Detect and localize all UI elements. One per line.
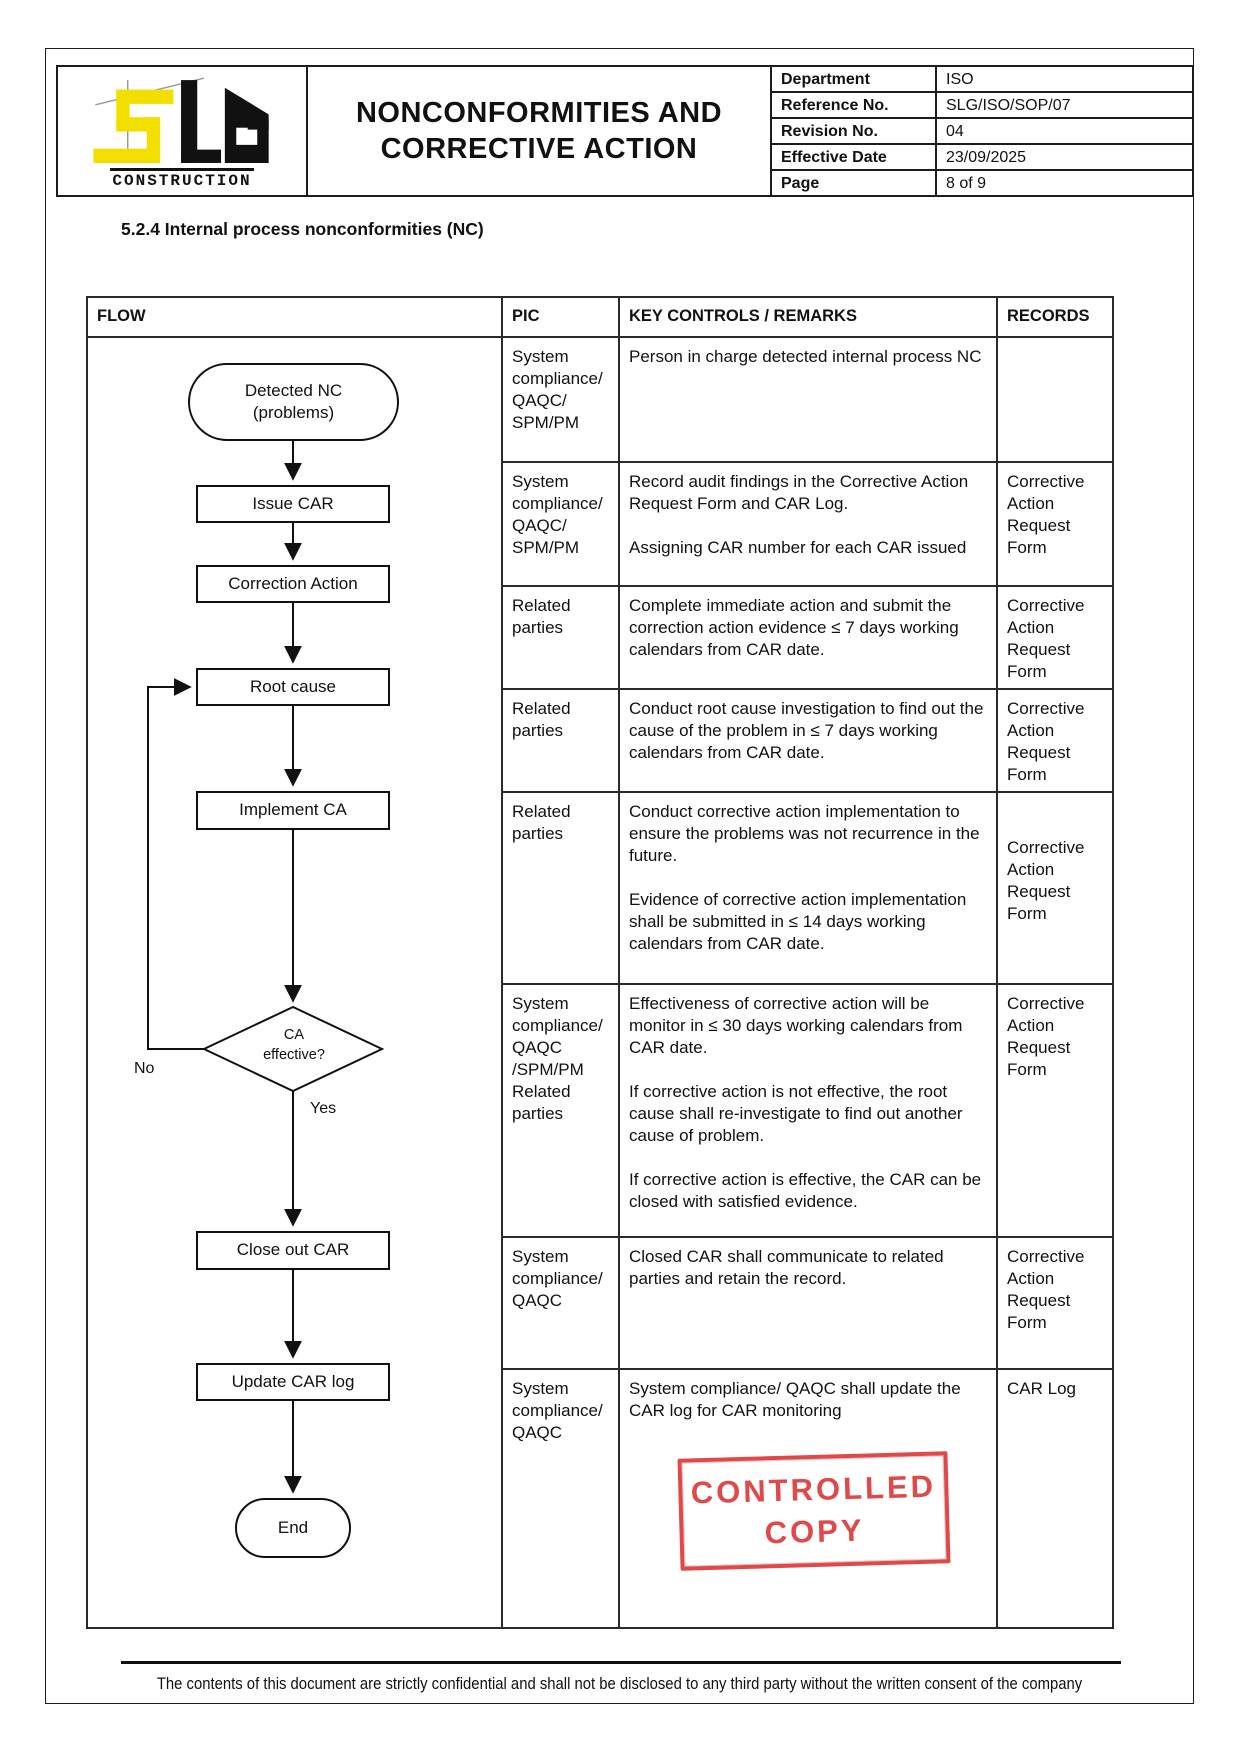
page-border-frame: CONSTRUCTION NONCONFORMITIES AND CORRECT… — [45, 48, 1194, 1704]
flow-node-decision-label: CA effective? — [263, 1027, 325, 1063]
pic-cell: System compliance/ QAQC /SPM/PM Related … — [503, 985, 620, 1236]
flow-node-root-cause: Root cause — [196, 668, 390, 706]
info-label-revision: Revision No. — [772, 117, 937, 143]
records-cell: Corrective Action Request Form — [1007, 838, 1085, 923]
remarks-cell: Person in charge detected internal proce… — [620, 338, 998, 461]
records-cell: CAR Log — [1007, 1379, 1076, 1398]
table-row: Related parties Complete immediate actio… — [503, 585, 1112, 688]
column-header-pic: PIC — [503, 298, 620, 336]
procedure-table: FLOW PIC KEY CONTROLS / REMARKS RECORDS — [86, 296, 1114, 1629]
flowchart-connectors — [147, 441, 385, 1494]
controlled-copy-stamp: CONTROLLED COPY — [677, 1451, 951, 1571]
document-info-table: Department ISO Reference No. SLG/ISO/SOP… — [772, 67, 1192, 195]
decision-no-label: No — [134, 1060, 155, 1077]
table-row: System compliance/ QAQC System complianc… — [503, 1368, 1112, 1627]
records-cell — [998, 338, 1112, 461]
remarks-cell: Complete immediate action and submit the… — [620, 587, 998, 688]
column-header-records: RECORDS — [1007, 307, 1090, 325]
pic-cell: Related parties — [503, 690, 620, 791]
pic-cell: System compliance/ QAQC — [503, 1238, 620, 1368]
table-row: System compliance/ QAQC/ SPM/PM Record a… — [503, 461, 1112, 585]
table-row: Related parties Conduct root cause inves… — [503, 688, 1112, 791]
document-title: NONCONFORMITIES AND CORRECTIVE ACTION — [308, 67, 772, 195]
pic-cell: Related parties — [503, 793, 620, 983]
column-header-key-controls: KEY CONTROLS / REMARKS — [620, 298, 998, 336]
stamp-line-2: COPY — [764, 1512, 865, 1551]
table-header-row: FLOW PIC KEY CONTROLS / REMARKS RECORDS — [88, 298, 1112, 338]
flow-node-end: End — [235, 1498, 351, 1558]
logo-construction-text: CONSTRUCTION — [110, 168, 254, 190]
flow-node-implement-ca: Implement CA — [196, 791, 390, 830]
flow-node-update-car-log: Update CAR log — [196, 1363, 390, 1401]
info-label-reference: Reference No. — [772, 91, 937, 117]
table-body-rows: System compliance/ QAQC/ SPM/PM Person i… — [503, 338, 1112, 1627]
pic-cell: System compliance/ QAQC/ SPM/PM — [503, 338, 620, 461]
flow-node-start: Detected NC (problems) — [188, 363, 399, 441]
footer-divider — [121, 1661, 1121, 1664]
flow-node-close-out-car: Close out CAR — [196, 1231, 390, 1270]
info-label-effective-date: Effective Date — [772, 143, 937, 169]
info-label-department: Department — [772, 67, 937, 91]
pic-cell: Related parties — [503, 587, 620, 688]
document-header: CONSTRUCTION NONCONFORMITIES AND CORRECT… — [56, 65, 1194, 197]
info-value-revision: 04 — [937, 117, 1192, 143]
info-label-page: Page — [772, 169, 937, 195]
records-cell: Corrective Action Request Form — [1007, 699, 1085, 784]
table-row: System compliance/ QAQC/ SPM/PM Person i… — [503, 338, 1112, 461]
records-cell: Corrective Action Request Form — [1007, 994, 1085, 1079]
decision-yes-label: Yes — [310, 1100, 337, 1117]
flow-node-correction-action: Correction Action — [196, 565, 390, 603]
records-cell: Corrective Action Request Form — [1007, 472, 1085, 557]
confidentiality-notice: The contents of this document are strict… — [156, 1675, 1083, 1693]
remarks-cell: Effectiveness of corrective action will … — [620, 985, 998, 1236]
table-row: System compliance/ QAQC Closed CAR shall… — [503, 1236, 1112, 1368]
flowchart-area: Detected NC (problems) Issue CAR Correct… — [88, 338, 503, 1627]
stamp-line-1: CONTROLLED — [690, 1468, 937, 1511]
decision-diamond — [201, 1005, 385, 1093]
company-logo: CONSTRUCTION — [58, 67, 308, 195]
records-cell: Corrective Action Request Form — [1007, 596, 1085, 681]
info-value-effective-date: 23/09/2025 — [937, 143, 1192, 169]
title-line-1: NONCONFORMITIES AND — [355, 96, 723, 129]
records-cell: Corrective Action Request Form — [1007, 1247, 1085, 1332]
title-line-2: CORRECTIVE ACTION — [380, 133, 698, 165]
remarks-cell: Conduct root cause investigation to find… — [620, 690, 998, 791]
info-value-reference: SLG/ISO/SOP/07 — [937, 91, 1192, 117]
remarks-cell: Record audit findings in the Corrective … — [620, 463, 998, 585]
pic-cell: System compliance/ QAQC/ SPM/PM — [503, 463, 620, 585]
section-heading: 5.2.4 Internal process nonconformities (… — [121, 219, 484, 239]
flow-node-issue-car: Issue CAR — [196, 485, 390, 523]
table-row: System compliance/ QAQC /SPM/PM Related … — [503, 983, 1112, 1236]
pic-cell: System compliance/ QAQC — [503, 1370, 620, 1627]
remarks-cell: System compliance/ QAQC shall update the… — [620, 1370, 998, 1627]
info-value-department: ISO — [946, 71, 974, 88]
table-row: Related parties Conduct corrective actio… — [503, 791, 1112, 983]
remarks-cell: Closed CAR shall communicate to related … — [620, 1238, 998, 1368]
column-header-flow: FLOW — [88, 298, 503, 336]
slg-logo-icon — [93, 77, 269, 163]
info-value-page: 8 of 9 — [937, 169, 1192, 195]
remarks-cell: Conduct corrective action implementation… — [620, 793, 998, 983]
